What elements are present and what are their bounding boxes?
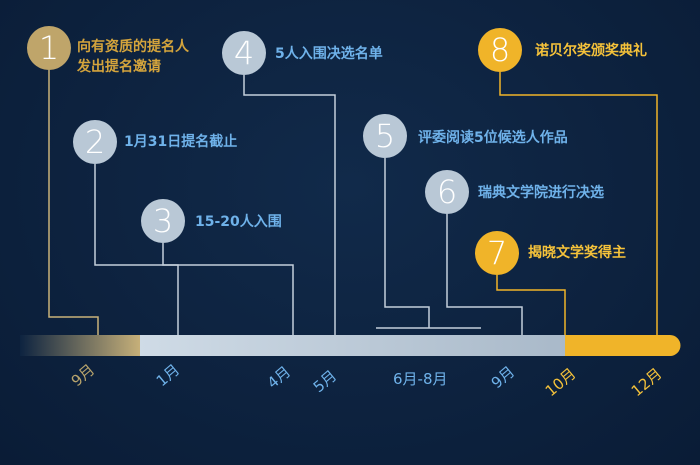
timeline-bar-yellow [565,335,681,356]
step-1-line1: 向有资质的提名人 [77,39,189,55]
step-7-label: 揭晓文学奖得主 [528,245,626,261]
step-6-circle: 6 [425,170,469,214]
timeline-bar-gold [20,335,142,356]
step-2-circle: 2 [73,120,117,164]
step-8-circle: 8 [478,28,522,72]
step-1-label: 向有资质的提名人发出提名邀请 [77,37,189,77]
connector-3 [162,243,294,335]
step-3-label: 15-20人入围 [195,214,282,230]
step-2-label: 1月31日提名截止 [124,134,238,150]
step-3-circle: 3 [141,199,185,243]
step-1-circle: 1 [27,26,71,70]
connector-8 [499,72,658,335]
step-6-label: 瑞典文学院进行决选 [478,185,604,201]
connector-7 [496,275,566,335]
connector-4 [243,75,336,335]
step-8-label: 诺贝尔奖颁奖典礼 [535,43,647,59]
connector-6 [446,214,523,335]
step-7-circle: 7 [475,231,519,275]
step-4-label: 5人入围决选名单 [275,46,383,62]
step-4-circle: 4 [222,31,266,75]
month-label-jun-aug: 6月-8月 [393,370,448,388]
timeline-bar-steel [140,335,566,356]
step-1-line2: 发出提名邀请 [77,59,161,75]
connector-2 [94,164,179,335]
step-5-circle: 5 [363,114,407,158]
connector-5 [384,158,430,328]
step-5-label: 评委阅读5位候选人作品 [418,130,568,146]
connector-1 [48,70,99,335]
